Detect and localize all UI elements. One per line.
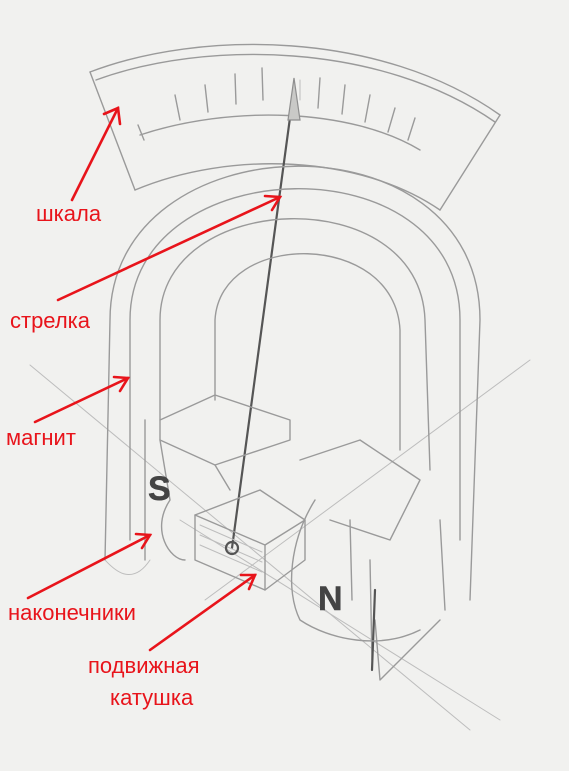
pointer-label: стрелка <box>10 308 90 333</box>
coil-label-line2: катушка <box>110 685 194 710</box>
scale-arrow <box>70 106 122 202</box>
magnet-arrow <box>33 375 131 424</box>
pointer-arrow <box>56 194 283 302</box>
north-pole-letter: N <box>318 580 343 618</box>
coil-pivot <box>224 540 240 556</box>
pole-pieces-label: наконечники <box>8 600 136 625</box>
coil-label-line1: подвижная <box>88 653 200 678</box>
pointer-needle <box>230 77 301 550</box>
moving-coil <box>194 489 306 591</box>
magnet-label: магнит <box>6 425 76 450</box>
annotation-arrows <box>26 106 283 652</box>
horseshoe-magnet <box>104 165 481 681</box>
pole-pieces-arrow <box>26 532 153 600</box>
coil-arrow <box>148 573 257 652</box>
south-pole-letter: S <box>148 470 171 508</box>
scale-label: шкала <box>36 201 102 226</box>
scale-arc <box>89 43 501 211</box>
pole-pieces <box>159 394 421 642</box>
